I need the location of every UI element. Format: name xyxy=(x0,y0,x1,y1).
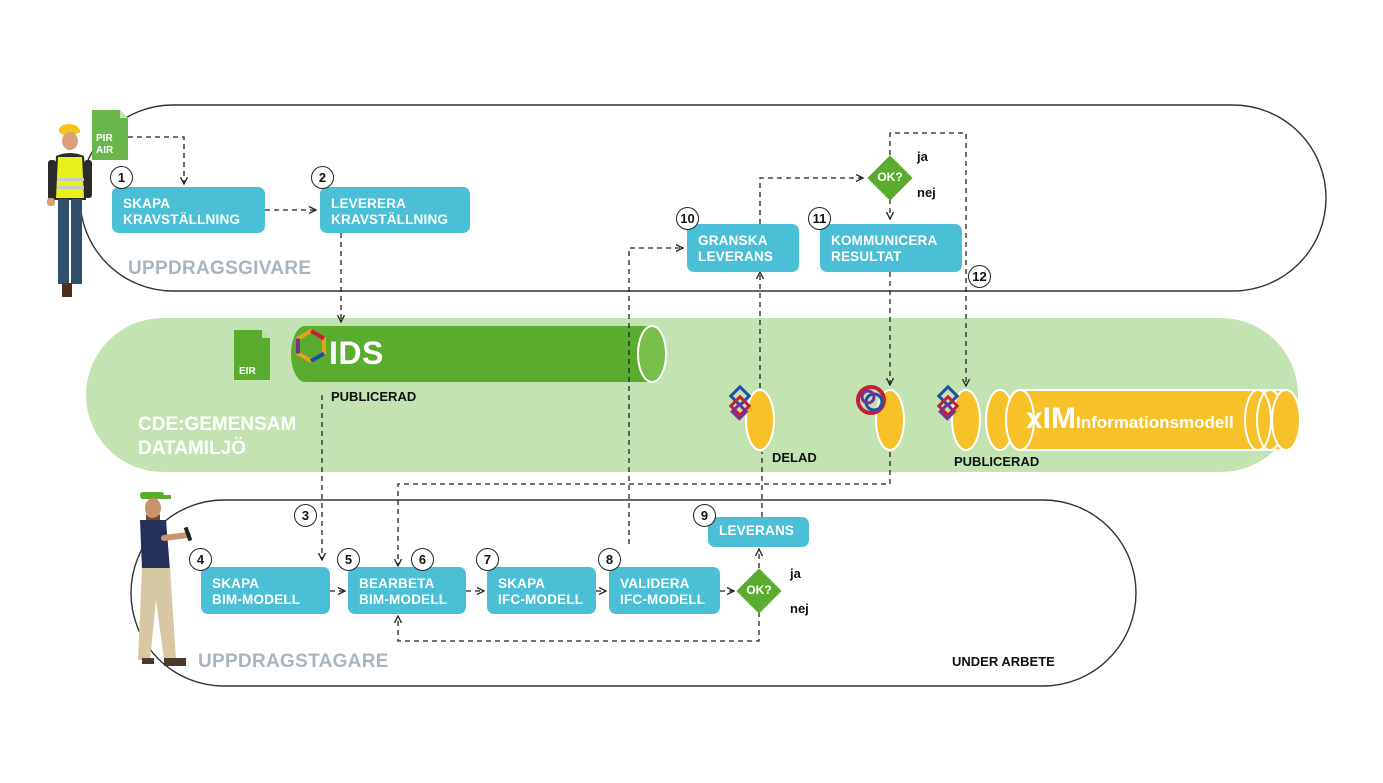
wip-status: UNDER ARBETE xyxy=(952,654,1055,669)
step-9-box[interactable]: LEVERANS xyxy=(708,517,809,547)
step-7-box[interactable]: SKAPA IFC-MODELL xyxy=(487,567,596,614)
ids-title: IDS xyxy=(329,335,384,371)
step-4-line1: SKAPA xyxy=(212,576,260,591)
step-1-number: 1 xyxy=(110,166,133,189)
step-3-number: 3 xyxy=(294,504,317,527)
step-2-box[interactable]: LEVERERA KRAVSTÄLLNING xyxy=(320,187,470,233)
arrow-ok-top-ja-to-xim xyxy=(889,132,966,386)
cde-label-line2: DATAMILJÖ xyxy=(138,438,247,459)
step-10-line1: GRANSKA xyxy=(698,233,768,248)
step-7-number: 7 xyxy=(476,548,499,571)
step-11-line1: KOMMUNICERA xyxy=(831,233,938,248)
step-9-line1: LEVERANS xyxy=(719,523,795,538)
step-8-number: 8 xyxy=(598,548,621,571)
pir-doc-label-1: PIR xyxy=(96,133,113,144)
step-1-line1: SKAPA xyxy=(123,196,171,211)
step-8-line1: VALIDERA xyxy=(620,576,690,591)
step-7-line2: IFC-MODELL xyxy=(498,592,584,607)
arrow-ok-nej-back xyxy=(398,612,760,642)
step-5-number: 5 xyxy=(337,548,360,571)
bcf-logo-icon xyxy=(856,385,886,415)
step-2-number: 2 xyxy=(311,166,334,189)
step-1-line2: KRAVSTÄLLNING xyxy=(123,212,241,227)
step-10-box[interactable]: GRANSKA LEVERANS xyxy=(687,224,799,272)
decision-top[interactable]: OK? xyxy=(865,153,915,203)
step-4-box[interactable]: SKAPA BIM-MODELL xyxy=(201,567,330,614)
ids-cylinder xyxy=(291,325,667,383)
decision-top-yes: ja xyxy=(917,149,928,164)
decision-bottom-yes: ja xyxy=(790,566,801,581)
decision-bottom-label: OK? xyxy=(746,583,772,597)
xim-title-small: Informationsmodell xyxy=(1076,413,1234,432)
xim-title: xIMInformationsmodell xyxy=(1026,402,1234,436)
shared-status: DELAD xyxy=(772,450,817,465)
step-4-line2: BIM-MODELL xyxy=(212,592,301,607)
step-5-box[interactable]: BEARBETA BIM-MODELL xyxy=(348,567,466,614)
ids-logo-icon xyxy=(296,328,326,364)
step-11-box[interactable]: KOMMUNICERA RESULTAT xyxy=(820,224,962,272)
step-8-box[interactable]: VALIDERA IFC-MODELL xyxy=(609,567,720,614)
shared-model-cylinder xyxy=(745,389,775,451)
step-9-number: 9 xyxy=(693,504,716,527)
arrow-step10-to-ok-top xyxy=(759,178,863,224)
arrow-pir-to-step1 xyxy=(128,136,184,184)
step-5-line1: BEARBETA xyxy=(359,576,435,591)
xim-status: PUBLICERAD xyxy=(954,454,1040,469)
ifc-logo-icon xyxy=(728,384,752,421)
ifc-logo-icon-xim xyxy=(936,384,960,421)
contractor-role-label: UPPDRAGSTAGARE xyxy=(198,651,389,672)
decision-top-label: OK? xyxy=(877,170,903,184)
step-8-line2: IFC-MODELL xyxy=(620,592,706,607)
step-1-box[interactable]: SKAPA KRAVSTÄLLNING xyxy=(112,187,265,233)
decision-bottom[interactable]: OK? xyxy=(734,566,784,616)
client-role-label: UPPDRAGSGIVARE xyxy=(128,258,312,279)
cde-label-line1: CDE:GEMENSAM xyxy=(138,414,297,435)
pir-doc-label-2: AIR xyxy=(96,145,114,156)
step-5-line2: BIM-MODELL xyxy=(359,592,448,607)
decision-bottom-no: nej xyxy=(790,601,809,616)
flow-arrows xyxy=(128,132,966,642)
eir-doc-label: EIR xyxy=(239,366,256,377)
step-11-number: 11 xyxy=(808,207,831,230)
step-11-line2: RESULTAT xyxy=(831,249,902,264)
eir-document-shape xyxy=(234,330,270,380)
step-2-line2: KRAVSTÄLLNING xyxy=(331,212,449,227)
decision-top-no: nej xyxy=(917,185,936,200)
ids-status: PUBLICERAD xyxy=(331,389,417,404)
step-4-number: 4 xyxy=(189,548,212,571)
xim-title-big: xIM xyxy=(1026,402,1077,435)
step-6-number: 6 xyxy=(411,548,434,571)
step-2-line1: LEVERERA xyxy=(331,196,407,211)
pir-air-document-shape xyxy=(92,110,128,160)
step-7-line1: SKAPA xyxy=(498,576,546,591)
contractor-person-figure xyxy=(138,492,193,666)
step-10-line2: LEVERANS xyxy=(698,249,774,264)
step-12-number: 12 xyxy=(968,265,991,288)
client-person-figure xyxy=(47,124,92,297)
step-10-number: 10 xyxy=(676,207,699,230)
xim-cylinder xyxy=(951,389,1301,451)
